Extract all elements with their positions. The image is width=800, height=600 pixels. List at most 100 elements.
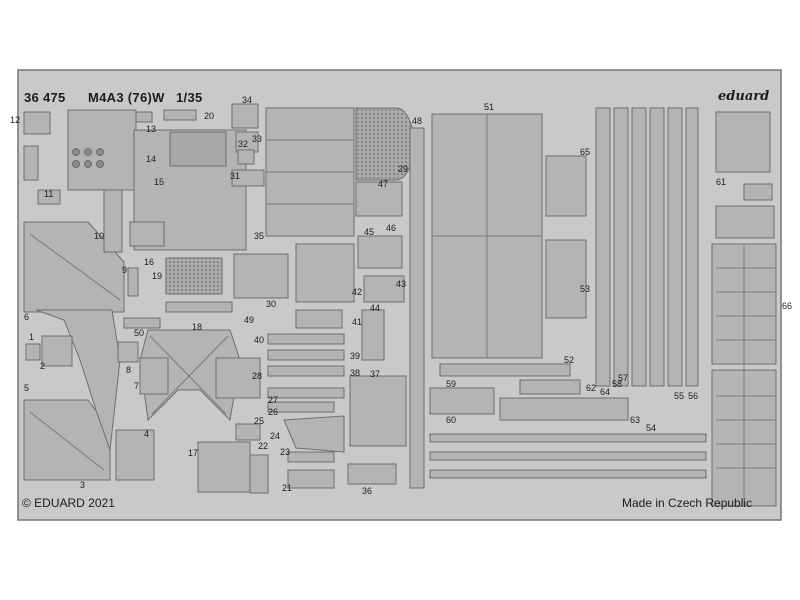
set-number: 36 475 (24, 90, 66, 105)
part-long-strip-c (429, 469, 707, 479)
part-number-30: 30 (266, 299, 277, 309)
part-number-32: 32 (238, 139, 249, 149)
part-number-42: 42 (352, 287, 363, 297)
part-number-37: 37 (370, 369, 381, 379)
part-55 (649, 107, 665, 387)
part-number-31: 31 (230, 171, 241, 181)
part-19 (165, 257, 223, 295)
part-number-21: 21 (282, 483, 293, 493)
part-42 (295, 243, 355, 303)
part-5-shield (35, 309, 121, 451)
part-23 (287, 451, 335, 463)
part-number-61: 61 (716, 177, 727, 187)
part-number-52: 52 (564, 355, 575, 365)
part-30 (233, 253, 289, 299)
part-34 (231, 103, 259, 129)
part-number-35: 35 (254, 231, 265, 241)
part-11 (23, 145, 39, 181)
part-16 (129, 221, 165, 247)
part-number-34: 34 (242, 95, 253, 105)
part-27 (267, 387, 345, 399)
brand-logo: eduard (718, 89, 770, 104)
part-number-11: 11 (44, 189, 54, 199)
kit-scale: 1/35 (176, 90, 203, 105)
part-number-24: 24 (270, 431, 281, 441)
part-number-51: 51 (484, 102, 495, 112)
part-6 (23, 221, 125, 313)
origin-text: Made in Czech Republic (622, 496, 753, 510)
part-number-46: 46 (386, 223, 397, 233)
part-number-12: 12 (10, 115, 21, 125)
part-39 (267, 349, 345, 361)
part-number-43: 43 (396, 279, 407, 289)
part-8 (117, 341, 139, 363)
part-62b (743, 183, 773, 201)
kit-subject: M4A3 (76)W (88, 90, 165, 105)
part-number-53: 53 (580, 284, 591, 294)
part-number-47: 47 (378, 179, 389, 189)
part-15-inner (169, 131, 227, 167)
part-number-2: 2 (40, 361, 46, 371)
part-number-23: 23 (280, 447, 291, 457)
part-41 (295, 309, 343, 329)
part-number-58: 58 (612, 379, 623, 389)
part-11b (37, 189, 61, 205)
part-number-20: 20 (204, 111, 215, 121)
part-38 (267, 365, 345, 377)
part-2 (41, 335, 73, 367)
part-number-64: 64 (600, 387, 611, 397)
part-number-7: 7 (134, 381, 140, 391)
part-65 (715, 205, 775, 239)
part-number-14: 14 (146, 154, 157, 164)
part-number-4: 4 (144, 429, 150, 439)
part-long-strip-b (429, 451, 707, 461)
part-number-44: 44 (370, 303, 381, 313)
part-number-3: 3 (80, 480, 86, 490)
part-26 (267, 401, 335, 413)
part-20 (163, 109, 197, 121)
part-number-63: 63 (630, 415, 641, 425)
part-21 (287, 469, 335, 489)
part-62 (519, 379, 581, 395)
part-49 (165, 301, 233, 313)
part-number-33: 33 (252, 134, 263, 144)
part-number-17: 17 (188, 448, 199, 458)
part-number-54: 54 (646, 423, 657, 433)
part-number-8: 8 (126, 365, 132, 375)
part-56 (667, 107, 683, 387)
part-40 (267, 333, 345, 345)
part-43 (363, 275, 405, 303)
part-number-19: 19 (152, 271, 163, 281)
part-53 (545, 239, 587, 319)
part-number-45: 45 (364, 227, 375, 237)
part-52 (439, 363, 571, 377)
part-number-28: 28 (252, 371, 263, 381)
part-37 (349, 375, 407, 447)
part-60 (429, 387, 495, 415)
part-number-62: 62 (586, 383, 597, 393)
part-32 (237, 149, 255, 165)
part-number-50: 50 (134, 328, 145, 338)
part-number-10: 10 (94, 231, 105, 241)
part-number-5: 5 (24, 383, 30, 393)
part-number-22: 22 (258, 441, 269, 451)
part-number-6: 6 (24, 312, 30, 322)
copyright-text: © EDUARD 2021 (22, 496, 115, 510)
part-number-18: 18 (192, 322, 203, 332)
part-number-48: 48 (412, 116, 423, 126)
part-31 (231, 169, 265, 187)
part-9 (127, 267, 139, 297)
part-number-65: 65 (580, 147, 591, 157)
part-24 (283, 415, 345, 453)
part-54 (631, 107, 647, 387)
part-10 (103, 189, 123, 253)
part-65a (545, 155, 587, 217)
part-28 (215, 357, 261, 399)
part-44 (361, 309, 385, 361)
part-number-15: 15 (154, 177, 165, 187)
part-3 (23, 399, 111, 481)
part-number-27: 27 (268, 395, 279, 405)
part-number-40: 40 (254, 335, 265, 345)
part-number-1: 1 (29, 332, 35, 342)
